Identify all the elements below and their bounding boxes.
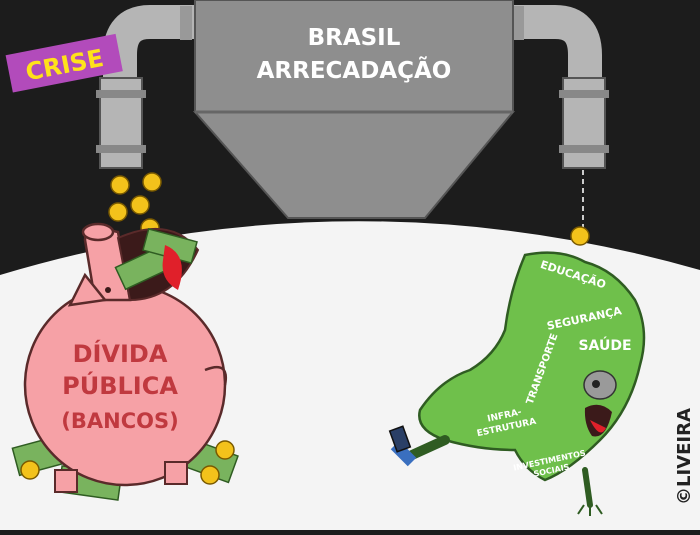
- arrecadacao-hopper: BRASIL ARRECADAÇÃO: [192, 0, 516, 219]
- map-eye-shadow: [583, 370, 617, 400]
- hopper-title-line1: BRASIL: [308, 25, 401, 51]
- artist-signature: ©LIVEIRA: [674, 408, 695, 505]
- pig-snout: [81, 222, 115, 242]
- coin-icon: [200, 465, 220, 485]
- label-saude: SAÚDE: [578, 336, 631, 354]
- pig-label-line1: DÍVIDA: [73, 339, 168, 368]
- coin-icon: [20, 460, 40, 480]
- pig-eye: [105, 287, 111, 293]
- falling-coins: [108, 172, 162, 255]
- coin-icon: [108, 202, 128, 222]
- coin-icon: [215, 440, 235, 460]
- pig-tongue: [162, 245, 182, 290]
- coin-icon: [142, 172, 162, 192]
- map-hand: [577, 504, 603, 516]
- debt-pig: DÍVIDA PÚBLICA (BANCOS): [23, 222, 228, 493]
- pig-tail: [204, 365, 228, 386]
- coin-icon: [130, 195, 150, 215]
- pig-ear: [67, 272, 108, 307]
- coin-icon: [570, 226, 590, 246]
- brazil-map: EDUCAÇÃO SEGURANÇA SAÚDE TRANSPORTE INFR…: [388, 251, 646, 516]
- pig-label-line3: (BANCOS): [61, 409, 178, 433]
- right-pipe: [510, 5, 609, 169]
- pig-label-line2: PÚBLICA: [62, 370, 178, 400]
- map-tongue: [590, 420, 606, 433]
- map-eye: [592, 380, 600, 388]
- hopper-title-line2: ARRECADAÇÃO: [257, 56, 452, 84]
- sneaker-icon: [388, 425, 412, 453]
- left-pipe: [96, 5, 195, 169]
- coin-icon: [110, 175, 130, 195]
